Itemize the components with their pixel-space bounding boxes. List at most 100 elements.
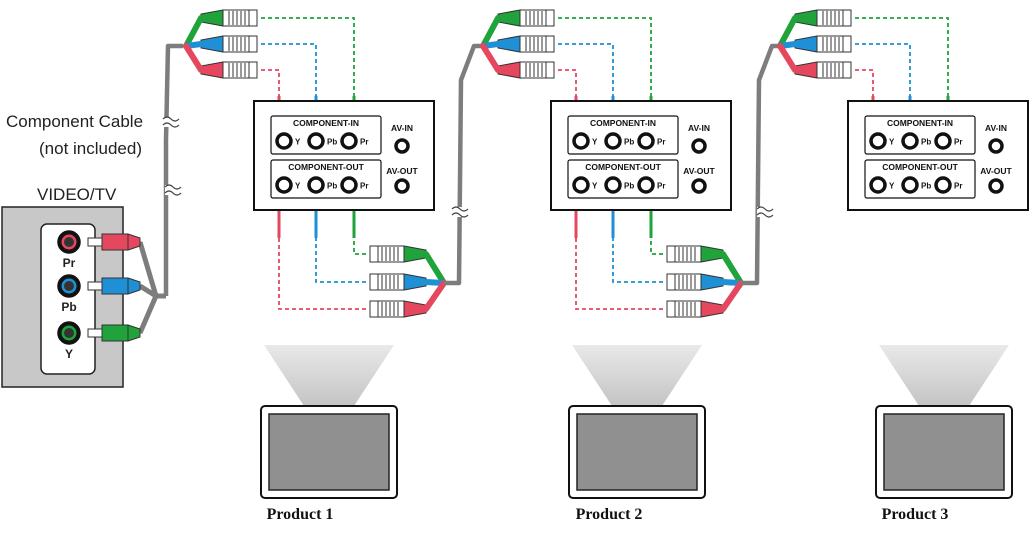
jack-ring xyxy=(604,176,622,194)
component-in-jack-pb xyxy=(604,132,622,150)
av-in-jack xyxy=(988,138,1004,154)
plug-boot xyxy=(794,61,818,79)
product-2-output-guide xyxy=(575,214,663,310)
break-line xyxy=(756,206,774,212)
jack-ring xyxy=(604,132,622,150)
product-2-output-plug xyxy=(666,273,724,291)
jack-ring xyxy=(572,176,590,194)
source-jack-label-pb: Pb xyxy=(61,300,76,314)
component-out-jack-label-y: Y xyxy=(295,182,301,191)
cable-break-3 xyxy=(756,206,774,218)
rca-boot xyxy=(127,277,141,295)
product-2-output-guide xyxy=(612,214,663,283)
component-in-jack-label-pb: Pb xyxy=(921,138,931,147)
cable-break-2 xyxy=(451,206,469,218)
plug-segment xyxy=(666,300,676,318)
source-fan xyxy=(137,241,166,334)
av-out-jack xyxy=(394,178,410,194)
source-plug-pb xyxy=(87,277,141,295)
plug-boot xyxy=(403,245,427,263)
plug-segment xyxy=(545,9,555,27)
component-out-jack-label-y: Y xyxy=(592,182,598,191)
component-out-jack-y xyxy=(572,176,590,194)
product-1-output-guide xyxy=(278,214,366,310)
plug-boot xyxy=(403,300,427,318)
jack-ring xyxy=(934,176,952,194)
plug-segment xyxy=(369,300,379,318)
product-1-output-fan xyxy=(423,251,447,312)
break-line xyxy=(756,212,774,218)
product-3-input-plug xyxy=(794,35,852,53)
component-in-jack-pr xyxy=(934,132,952,150)
plug-segment xyxy=(369,245,379,263)
product-3-input-fan xyxy=(777,15,798,73)
rca-body xyxy=(101,324,129,342)
component-in-jack-label-pb: Pb xyxy=(624,138,634,147)
plug-boot xyxy=(700,273,724,291)
jack-center xyxy=(64,328,74,338)
source-jack-pr xyxy=(57,230,81,254)
source-jack-y xyxy=(57,321,81,345)
component-out-jack-pb xyxy=(307,176,325,194)
component-out-jack-label-y: Y xyxy=(889,182,895,191)
break-line xyxy=(164,190,182,196)
product-2-screen xyxy=(576,413,698,491)
component-out-label: COMPONENT-OUT xyxy=(288,162,364,172)
product-3-input-plug xyxy=(794,61,852,79)
component-in-jack-y xyxy=(869,132,887,150)
av-in-label: AV-IN xyxy=(985,123,1007,133)
plug-boot xyxy=(403,273,427,291)
plug-boot xyxy=(497,35,521,53)
product-3-label: Product 3 xyxy=(881,506,949,523)
plug-segment xyxy=(666,273,676,291)
product-3-display xyxy=(875,345,1013,499)
break-gap xyxy=(165,185,181,195)
break-line xyxy=(162,122,180,128)
jack-ring xyxy=(340,132,358,150)
jack-center xyxy=(64,281,74,291)
av-out-label: AV-OUT xyxy=(683,166,715,176)
jack-ring xyxy=(637,132,655,150)
component-in-jack-y xyxy=(275,132,293,150)
component-out-jack-pb xyxy=(604,176,622,194)
jack-ring xyxy=(934,132,952,150)
component-in-label: COMPONENT-IN xyxy=(887,118,953,128)
component-out-jack-pb xyxy=(901,176,919,194)
component-in-label: COMPONENT-IN xyxy=(590,118,656,128)
plug-segment xyxy=(545,61,555,79)
cable-break-1 xyxy=(164,184,182,196)
jack-ring xyxy=(901,176,919,194)
plug-boot xyxy=(497,9,521,27)
plug-boot xyxy=(497,61,521,79)
plug-segment xyxy=(248,9,258,27)
plug-boot xyxy=(200,35,224,53)
cable-label: Component Cable xyxy=(6,112,144,131)
plug-segment xyxy=(842,61,852,79)
fan-wire xyxy=(183,15,204,49)
product-2-output-guide xyxy=(650,214,663,255)
product-1-beam xyxy=(264,345,394,406)
jack-ring xyxy=(394,138,410,154)
av-in-label: AV-IN xyxy=(688,123,710,133)
product-2-output-plug xyxy=(666,300,724,318)
fan-wire xyxy=(720,251,744,286)
av-out-jack xyxy=(691,178,707,194)
product-2-input-guide xyxy=(558,17,652,118)
component-in-jack-pr xyxy=(340,132,358,150)
plug-boot xyxy=(700,300,724,318)
component-out-jack-label-pr: Pr xyxy=(360,182,368,191)
component-in-label: COMPONENT-IN xyxy=(293,118,359,128)
plug-boot xyxy=(700,245,724,263)
av-in-jack xyxy=(691,138,707,154)
av-out-label: AV-OUT xyxy=(386,166,418,176)
plug-boot xyxy=(200,9,224,27)
component-out-label: COMPONENT-OUT xyxy=(882,162,958,172)
jack-ring xyxy=(691,178,707,194)
plug-segment xyxy=(248,35,258,53)
product-1-label: Product 1 xyxy=(266,506,334,523)
main-cable-3 xyxy=(741,43,781,286)
